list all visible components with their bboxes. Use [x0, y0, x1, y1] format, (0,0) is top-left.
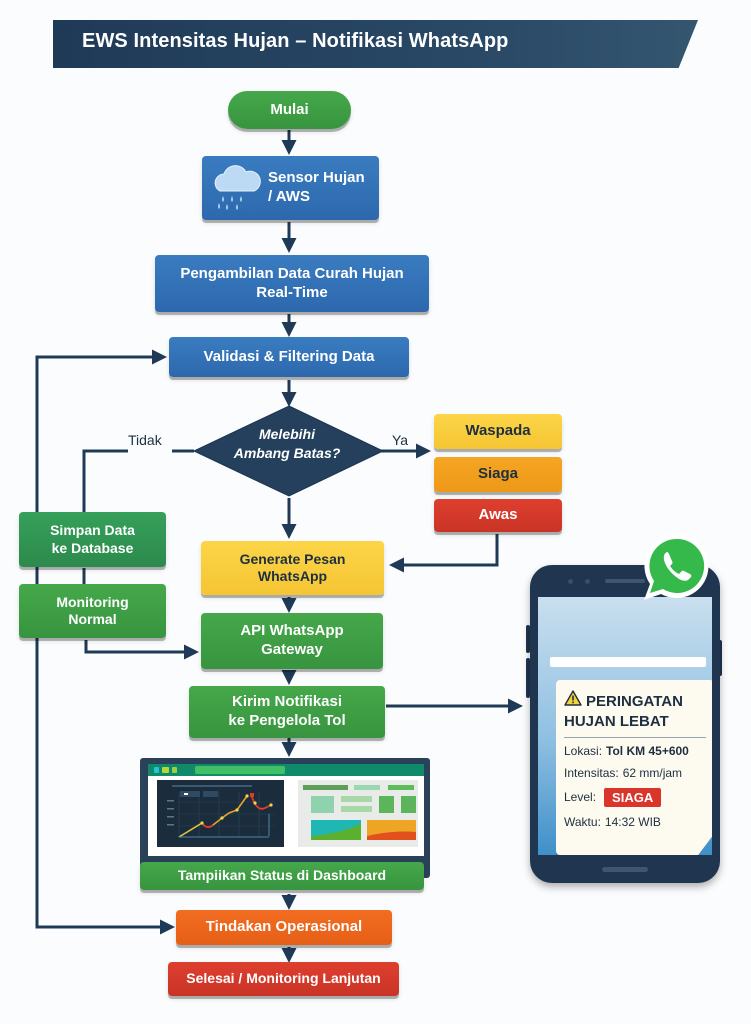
level-badge: SIAGA [604, 787, 662, 807]
time-value: 14:32 WIB [604, 814, 661, 829]
fetch-label-line1: Pengambilan Data Curah Hujan [180, 264, 404, 282]
whatsapp-icon [644, 533, 709, 600]
message-location-row: Lokasi: Tol KM 45+600 [564, 744, 706, 758]
location-label: Lokasi: [564, 743, 603, 758]
phone-power-button [718, 640, 722, 676]
page-title: EWS Intensitas Hujan – Notifikasi WhatsA… [82, 30, 509, 52]
whatsapp-message-card: PERINGATAN HUJAN LEBAT Lokasi: Tol KM 45… [556, 680, 712, 855]
generate-label-line2: WhatsApp [257, 568, 328, 584]
level-siaga-node: Siaga [434, 457, 562, 492]
save-label-line1: Simpan Data [50, 522, 135, 538]
rain-cloud-icon [214, 165, 261, 210]
phone-sensor [585, 579, 590, 584]
end-node: Selesai / Monitoring Lanjutan [168, 962, 399, 996]
dashboard-node: Tampiikan Status di Dashboard [140, 862, 424, 890]
message-intensity-row: Intensitas: 62 mm/jam [564, 766, 706, 780]
window-dot [172, 767, 177, 773]
intensity-label: Intensitas: [564, 765, 619, 780]
validate-label: Validasi & Filtering Data [203, 347, 375, 365]
level-waspada-node: Waspada [434, 414, 562, 449]
phone-mockup: PERINGATAN HUJAN LEBAT Lokasi: Tol KM 45… [530, 565, 720, 883]
dashboard-line-chart [157, 780, 284, 847]
dashboard-titlebar [148, 764, 424, 776]
dashboard-illustration [140, 758, 430, 878]
phone-speaker [605, 579, 645, 583]
arrow-loop-validate [35, 349, 167, 915]
decision-label-line1: Melebihi [258, 426, 315, 442]
message-level-row: Level: SIAGA [564, 787, 706, 807]
send-label-line2: ke Pengelola Tol [228, 712, 346, 729]
message-title: PERINGATAN HUJAN LEBAT [564, 690, 706, 738]
operational-action-node: Tindakan Operasional [176, 910, 392, 945]
level-siaga-label: Siaga [477, 465, 519, 483]
sensor-node: Sensor Hujan / AWS [202, 156, 379, 220]
api-label-line2: Gateway [261, 641, 323, 658]
arrow-loop-action [35, 915, 175, 935]
time-label: Waktu: [564, 814, 601, 829]
window-dot [162, 767, 169, 773]
dashboard-body [148, 776, 424, 856]
level-waspada-label: Waspada [465, 422, 531, 440]
title-banner [53, 20, 698, 68]
api-label-line1: API WhatsApp [240, 622, 344, 640]
start-node: Mulai [228, 91, 351, 129]
phone-camera [568, 579, 573, 584]
api-gateway-node: API WhatsApp Gateway [201, 613, 383, 669]
save-label-line2: ke Database [51, 539, 134, 556]
level-awas-label: Awas [478, 506, 518, 524]
validate-node: Validasi & Filtering Data [169, 337, 409, 377]
phone-screen: PERINGATAN HUJAN LEBAT Lokasi: Tol KM 45… [538, 597, 712, 855]
level-label: Level: [564, 790, 597, 804]
phone-volume-button [526, 625, 530, 653]
arrow-awas-generate [389, 534, 499, 573]
location-value: Tol KM 45+600 [606, 743, 689, 758]
message-time-row: Waktu: 14:32 WIB [564, 815, 706, 829]
sensor-label-line2: / AWS [268, 188, 310, 205]
chat-strip [550, 657, 706, 667]
window-dot [154, 767, 159, 773]
edge-label-yes: Ya [392, 432, 409, 448]
decision-label: Melebihi Ambang Batas? [222, 425, 352, 463]
send-label-line1: Kirim Notifikasi [231, 693, 343, 711]
line-no-save [82, 449, 128, 512]
end-label: Selesai / Monitoring Lanjutan [186, 970, 381, 987]
save-database-node: Simpan Data ke Database [19, 512, 166, 567]
phone-volume-button [526, 658, 530, 698]
action-label: Tindakan Operasional [205, 918, 363, 936]
phone-home-bar [602, 867, 648, 872]
generate-message-node: Generate Pesan WhatsApp [201, 541, 384, 595]
warning-triangle-icon [564, 690, 582, 706]
arrow-monitor-api [84, 640, 199, 660]
widgets-graphic [303, 785, 416, 840]
dashboard-widgets-panel [298, 780, 418, 847]
decision-label-line2: Ambang Batas? [233, 444, 341, 461]
send-notification-node: Kirim Notifikasi ke Pengelola Tol [189, 686, 385, 738]
fetch-label-line2: Real-Time [256, 283, 328, 301]
decision-diamond [192, 405, 385, 497]
edge-label-no: Tidak [125, 432, 165, 448]
monitor-label-line2: Normal [68, 611, 117, 627]
dashboard-label: Tampiikan Status di Dashboard [177, 867, 387, 884]
generate-label-line1: Generate Pesan [239, 550, 346, 567]
monitoring-normal-node: Monitoring Normal [19, 584, 166, 638]
sensor-label-line1: Sensor Hujan [268, 169, 365, 187]
fetch-data-node: Pengambilan Data Curah Hujan Real-Time [155, 255, 429, 312]
dashboard-urlbar [195, 766, 285, 774]
trend-chart-graphic [167, 785, 275, 838]
monitor-label-line1: Monitoring [56, 593, 129, 610]
start-label: Mulai [270, 100, 309, 118]
intensity-value: 62 mm/jam [622, 765, 683, 780]
message-title-line1: PERINGATAN [586, 693, 683, 710]
message-title-line2: HUJAN LEBAT [564, 713, 669, 731]
level-awas-node: Awas [434, 499, 562, 532]
